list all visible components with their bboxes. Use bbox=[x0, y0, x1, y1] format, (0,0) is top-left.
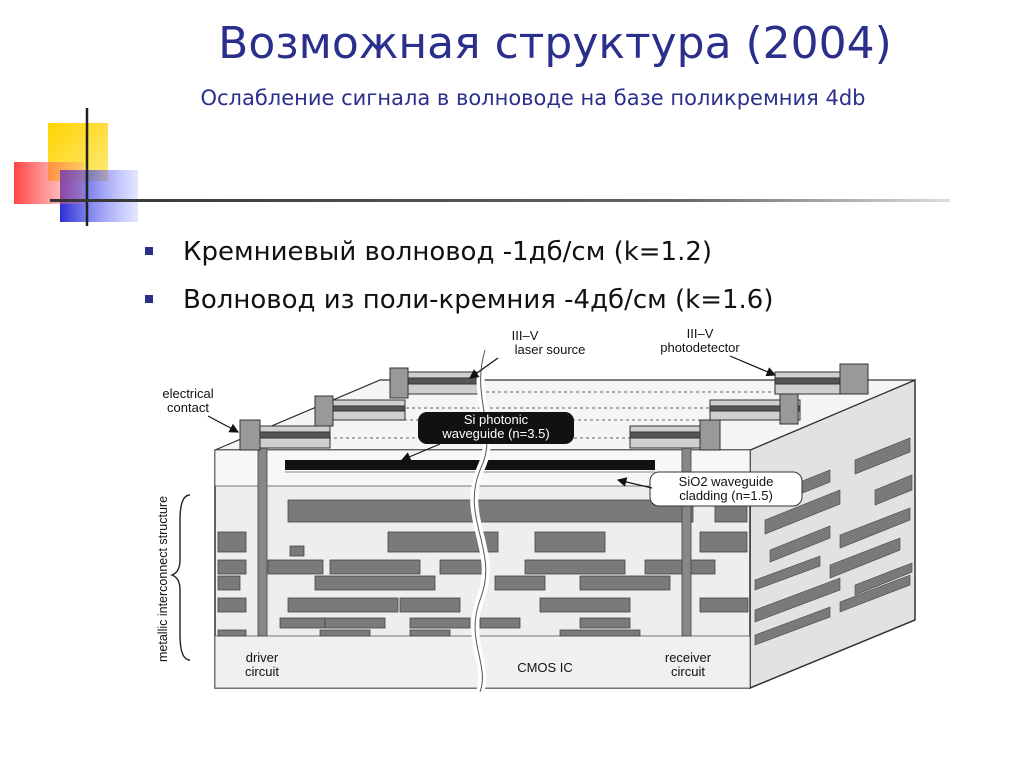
driver-via bbox=[257, 437, 268, 637]
label-si-waveguide-1: Si photonic bbox=[464, 412, 529, 427]
square-bullet-icon bbox=[145, 295, 153, 303]
chip-structure-diagram: III–V laser source III–V photodetector e… bbox=[156, 326, 916, 694]
bullet-text: Волновод из поли-кремния -4дб/см (k=1.6) bbox=[183, 285, 774, 315]
label-photodetector-1: III–V bbox=[687, 326, 714, 341]
label-laser-source-2: laser source bbox=[515, 342, 586, 357]
bullet-item: Кремниевый волновод -1дб/см (k=1.2) bbox=[145, 232, 774, 280]
slide-title: Возможная структура (2004) bbox=[218, 18, 892, 69]
interconnect-blocks bbox=[217, 499, 749, 637]
label-receiver-1: receiver bbox=[665, 650, 712, 665]
interconnect-brace bbox=[170, 494, 191, 661]
label-receiver-2: circuit bbox=[671, 664, 705, 679]
label-photodetector-2: photodetector bbox=[660, 340, 740, 355]
square-bullet-icon bbox=[145, 247, 153, 255]
red-square bbox=[14, 162, 84, 204]
label-sio2-cladding-2: cladding (n=1.5) bbox=[679, 488, 773, 503]
bullet-list: Кремниевый волновод -1дб/см (k=1.2) Волн… bbox=[145, 232, 774, 328]
si-waveguide-label-bg bbox=[418, 412, 574, 444]
divider-line bbox=[50, 199, 950, 202]
label-sio2-cladding-1: SiO2 waveguide bbox=[679, 474, 774, 489]
si-waveguide-bar bbox=[285, 460, 655, 470]
cladding-label-bg bbox=[649, 471, 803, 507]
decorative-header-graphic bbox=[14, 108, 950, 226]
label-driver-1: driver bbox=[246, 650, 279, 665]
label-driver-2: circuit bbox=[245, 664, 279, 679]
label-electrical-contact-2: contact bbox=[167, 400, 209, 415]
label-cmos: CMOS IC bbox=[517, 660, 573, 675]
receiver-via bbox=[681, 437, 692, 637]
slide-subtitle: Ослабление сигнала в волноводе на базе п… bbox=[200, 86, 866, 110]
bullet-text: Кремниевый волновод -1дб/см (k=1.2) bbox=[183, 237, 713, 267]
laser-stacks bbox=[239, 367, 481, 451]
detector-stacks bbox=[629, 363, 869, 451]
bullet-item: Волновод из поли-кремния -4дб/см (k=1.6) bbox=[145, 280, 774, 328]
label-interconnect: metallic interconnect structure bbox=[156, 496, 170, 662]
label-electrical-contact-1: electrical bbox=[162, 386, 213, 401]
label-si-waveguide-2: waveguide (n=3.5) bbox=[441, 426, 549, 441]
label-laser-source-1: III–V bbox=[512, 328, 539, 343]
side-interconnect-blocks bbox=[754, 437, 913, 646]
